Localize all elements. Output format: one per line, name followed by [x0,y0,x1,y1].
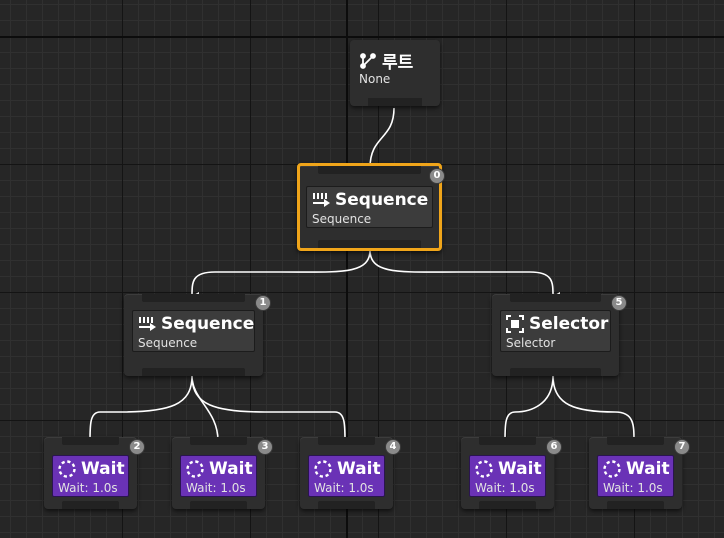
branch-icon [360,52,376,69]
execution-index-badge: 6 [546,439,562,455]
wait-node-3-title: Wait [209,459,253,479]
selector-node-5-subtitle: Selector [506,336,556,350]
wait-node-6-subtitle: Wait: 1.0s [475,481,535,495]
sequence-node-1-subtitle: Sequence [138,336,198,350]
wait-node-4-title: Wait [337,459,381,479]
wire-seq1-wait4 [191,375,353,445]
wire-sel5-wait6 [504,375,554,446]
execution-index-badge: 0 [429,168,445,184]
wait-node-6[interactable]: Wait Wait: 1.0s 6 [461,437,562,509]
execution-index-badge: 5 [611,295,627,311]
root-subtitle: None [359,72,391,86]
execution-index-badge: 4 [385,439,401,455]
wire-seq1-wait2 [89,375,193,446]
sequence-node-1[interactable]: Sequence Sequence 1 [124,294,271,376]
wire-seq0-seq1 [191,249,371,301]
wait-node-4[interactable]: Wait Wait: 1.0s 4 [300,437,401,509]
wait-node-2-body: Wait Wait: 1.0s [52,455,129,497]
sequence-node-0[interactable]: Sequence Sequence 0 [297,163,445,251]
sequence-node-0-body: Sequence Sequence [306,186,433,228]
sequence-node-1-title: Sequence [161,314,255,334]
wait-node-2[interactable]: Wait Wait: 1.0s 2 [44,437,145,509]
sequence-arrow-icon [139,317,156,331]
wire-root-seq0 [369,107,395,173]
wait-node-2-title: Wait [81,459,125,479]
root-node[interactable]: 루트 None [350,40,440,106]
wait-node-4-body: Wait Wait: 1.0s [308,455,385,497]
selector-node-5-body: Selector Selector [500,310,611,352]
wait-dashed-circle-icon [186,460,204,478]
wait-dashed-circle-icon [475,460,493,478]
wait-node-3-body: Wait Wait: 1.0s [180,455,257,497]
sequence-node-0-title: Sequence [335,190,429,210]
wire-sel5-wait7 [552,375,642,445]
execution-index-badge: 1 [255,295,271,311]
sequence-arrow-icon [313,193,330,207]
wait-dashed-circle-icon [314,460,332,478]
execution-index-badge: 7 [674,439,690,455]
selector-icon [506,315,524,333]
wait-node-3[interactable]: Wait Wait: 1.0s 3 [172,437,273,509]
selector-node-5-title: Selector [529,314,609,334]
wait-node-7-subtitle: Wait: 1.0s [603,481,663,495]
root-title: 루트 [382,53,414,73]
wait-node-6-title: Wait [498,459,542,479]
execution-index-badge: 2 [129,439,145,455]
wait-node-7[interactable]: Wait Wait: 1.0s 7 [589,437,690,509]
wait-node-7-title: Wait [626,459,670,479]
grid-axis-vertical [346,0,348,538]
sequence-node-1-body: Sequence Sequence [132,310,255,352]
wire-seq1-wait3 [191,375,226,445]
wait-node-3-subtitle: Wait: 1.0s [186,481,246,495]
wait-node-4-subtitle: Wait: 1.0s [314,481,374,495]
wait-dashed-circle-icon [603,460,621,478]
execution-index-badge: 3 [257,439,273,455]
wait-node-7-body: Wait Wait: 1.0s [597,455,674,497]
wait-dashed-circle-icon [58,460,76,478]
selector-node-5[interactable]: Selector Selector 5 [492,294,627,376]
sequence-node-0-subtitle: Sequence [312,212,372,226]
wait-node-2-subtitle: Wait: 1.0s [58,481,118,495]
wait-node-6-body: Wait Wait: 1.0s [469,455,546,497]
grid-axis-horizontal [0,36,724,38]
wire-seq0-sel5 [369,249,561,300]
